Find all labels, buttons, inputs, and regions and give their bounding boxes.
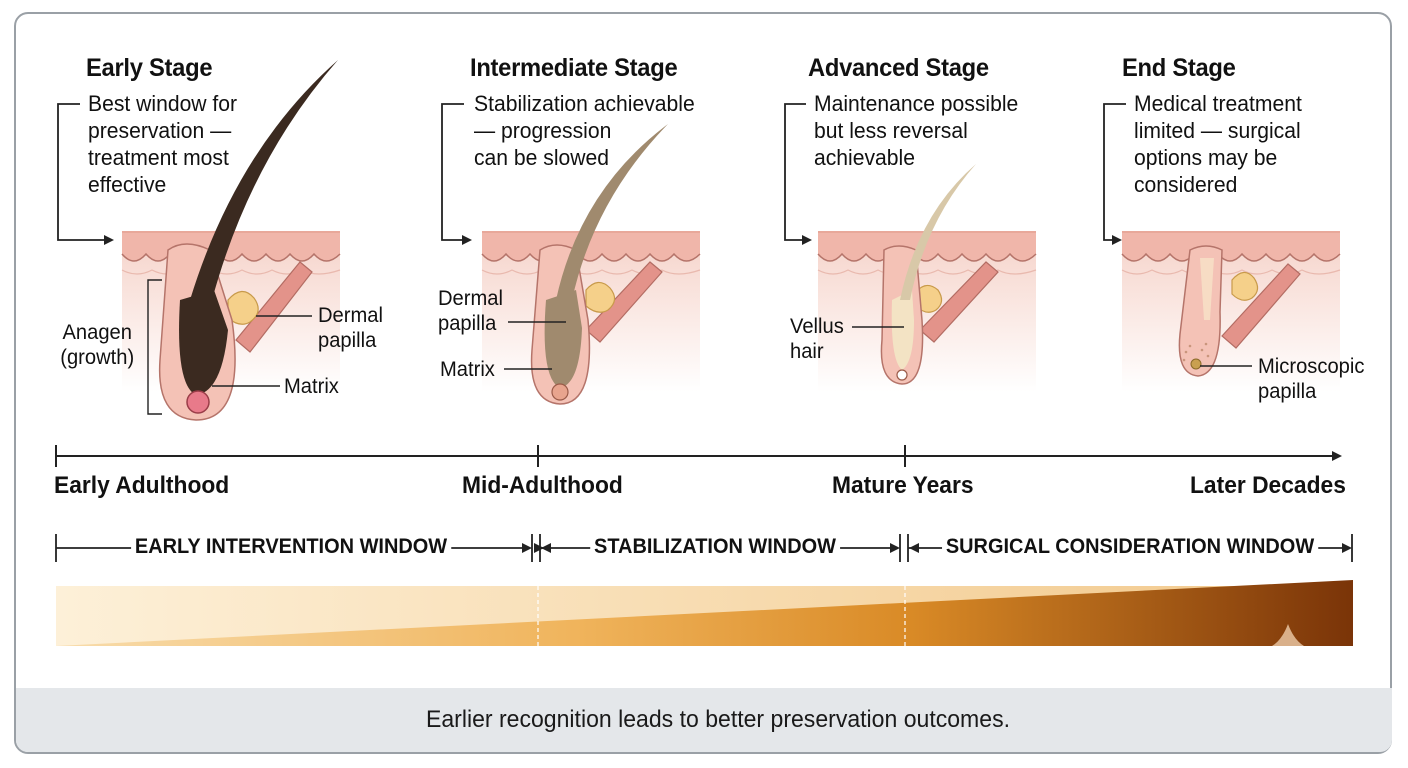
- label-vellus-hair: Vellus hair: [790, 315, 844, 363]
- label-matrix-early: Matrix: [284, 375, 339, 398]
- label-dermal-papilla-intermediate: Dermal papilla: [438, 287, 503, 335]
- footer-banner: [16, 688, 1392, 752]
- label-anagen: Anagen (growth): [60, 321, 135, 369]
- stage-title-intermediate: Intermediate Stage: [470, 54, 678, 82]
- footer-text: Earlier recognition leads to better pres…: [426, 706, 1010, 733]
- timeline-label-mature-years: Mature Years: [832, 472, 974, 499]
- window-label-early-intervention: EARLY INTERVENTION WINDOW: [131, 535, 451, 559]
- stage-desc-early: Best window for preservation — treatment…: [88, 91, 238, 197]
- window-label-stabilization: STABILIZATION WINDOW: [590, 535, 840, 559]
- label-leaders: [147, 279, 1252, 415]
- follicle-intermediate: [481, 124, 701, 405]
- stage-desc-intermediate: Stabilization achievable — progression c…: [474, 91, 695, 170]
- follicle-early: [121, 60, 341, 421]
- stage-title-advanced: Advanced Stage: [808, 54, 989, 82]
- stage-title-end: End Stage: [1122, 54, 1236, 82]
- stage-connectors: [57, 103, 1126, 245]
- stage-title-early: Early Stage: [86, 54, 213, 82]
- window-left-arrowheads: [541, 543, 919, 553]
- window-label-surgical: SURGICAL CONSIDERATION WINDOW: [942, 535, 1318, 559]
- label-microscopic-papilla: Microscopic papilla: [1258, 355, 1365, 403]
- follicle-advanced: [817, 164, 1037, 393]
- progression-gradient-bar: [56, 580, 1353, 646]
- timeline-label-early-adulthood: Early Adulthood: [54, 472, 230, 499]
- label-matrix-intermediate: Matrix: [440, 358, 495, 381]
- timeline-label-later-decades: Later Decades: [1190, 472, 1346, 499]
- stage-desc-advanced: Maintenance possible but less reversal a…: [814, 91, 1019, 170]
- timeline-label-mid-adulthood: Mid-Adulthood: [462, 472, 623, 499]
- label-dermal-papilla-early: Dermal papilla: [318, 304, 383, 352]
- timeline-axis: [55, 445, 1342, 467]
- follicle-end: [1121, 231, 1341, 393]
- stage-desc-end: Medical treatment limited — surgical opt…: [1134, 91, 1302, 197]
